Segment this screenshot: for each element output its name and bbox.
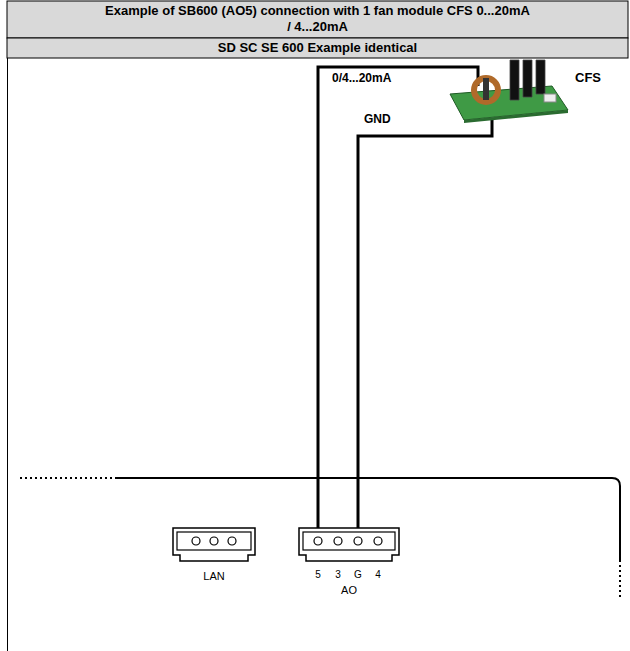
- toroid-coil: [474, 78, 498, 102]
- board-outline: [115, 478, 620, 560]
- heatsink: [536, 60, 545, 94]
- header-title: Example of SB600 (AO5) connection with 1…: [105, 3, 530, 35]
- pin-label: 4: [371, 569, 385, 580]
- terminal-pin: [192, 537, 200, 545]
- cfs-drawing: [440, 86, 610, 126]
- signal-label: GND: [362, 112, 393, 126]
- header-row: [7, 1, 628, 38]
- terminal-pin: [374, 537, 382, 545]
- terminal-pin: [228, 537, 236, 545]
- frame-line: [7, 58, 8, 651]
- fan-module: CFS: [440, 86, 610, 120]
- ao-connector: AO: [298, 527, 400, 599]
- board-outline-dotted: [20, 477, 115, 479]
- pin-label: 3: [331, 569, 345, 580]
- heatsink: [510, 60, 519, 100]
- coil-core: [483, 78, 489, 100]
- signal-wire: [358, 120, 492, 527]
- terminal-pin: [334, 537, 342, 545]
- header-subtitle: SD SC SE 600 Example identical: [7, 40, 628, 55]
- terminal-pin: [354, 537, 362, 545]
- pcb: [450, 86, 568, 120]
- pin-label: 5: [311, 569, 325, 580]
- pcb-edge: [464, 110, 568, 123]
- connector-inner: [177, 532, 251, 550]
- lan-connector: LAN: [172, 527, 256, 585]
- ao-drawing: [298, 527, 400, 567]
- board-outline-dotted: [619, 560, 621, 600]
- connector-inner: [303, 532, 395, 550]
- connector-housing: [299, 528, 399, 561]
- pin-label: G: [351, 569, 365, 580]
- pcb-terminal: [544, 94, 556, 102]
- node-label: LAN: [172, 570, 256, 582]
- signal-label: 0/4...20mA: [330, 71, 393, 85]
- node-label: CFS: [568, 70, 608, 85]
- heatsink: [523, 60, 532, 97]
- header-row: [7, 38, 628, 58]
- terminal-pin: [314, 537, 322, 545]
- lan-drawing: [172, 527, 256, 567]
- connector-housing: [173, 528, 255, 561]
- node-label: AO: [298, 584, 400, 596]
- terminal-pin: [210, 537, 218, 545]
